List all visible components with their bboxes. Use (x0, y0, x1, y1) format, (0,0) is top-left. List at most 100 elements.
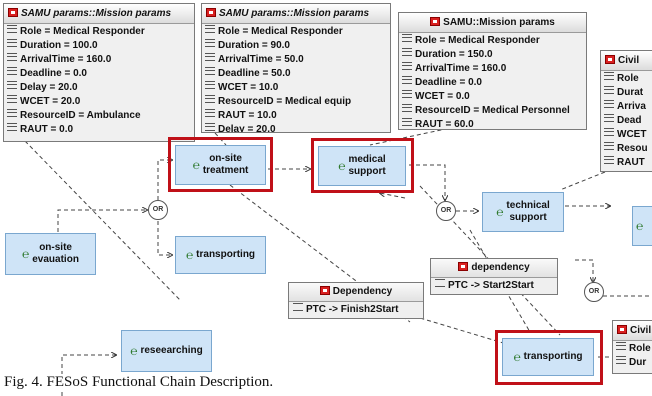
civil-params-box-1: Civil Role Durat Arriva Dead WCET Resou … (600, 50, 652, 172)
attribute-row: Arriva (601, 99, 652, 113)
attribute-row: ResourceID = Ambulance (4, 108, 194, 122)
function-transporting-2[interactable]: ℮transporting (502, 338, 594, 376)
or-gate: OR (148, 200, 168, 220)
mission-params-box-3: SAMU::Mission params Role = Medical Resp… (398, 12, 587, 130)
attribute-row: ArrivalTime = 160.0 (4, 52, 194, 66)
attribute-row: Role (613, 341, 652, 355)
class-icon (605, 55, 615, 64)
function-reseearching[interactable]: ℮reseearching (121, 330, 212, 372)
attribute-row: ArrivalTime = 160.0 (399, 61, 586, 75)
mission-params-box-1: SAMU params::Mission params Role = Medic… (3, 3, 195, 142)
attribute-icon (402, 48, 412, 56)
function-e-icon: ℮ (636, 218, 644, 233)
attribute-row: Deadline = 0.0 (399, 75, 586, 89)
function-on-site-treatment[interactable]: ℮on-site treatment (175, 145, 266, 185)
function-medical-support[interactable]: ℮medical support (318, 146, 406, 186)
dependency-title: dependency (431, 259, 557, 278)
dependency-start2start: dependency PTC -> Start2Start (430, 258, 558, 295)
flow-research-in (61, 355, 116, 396)
attribute-row: Duration = 90.0 (202, 38, 390, 52)
mission-params-title: SAMU params::Mission params (202, 4, 390, 24)
function-e-icon: ℮ (192, 157, 200, 172)
function-e-icon: ℮ (22, 246, 30, 261)
function-transporting[interactable]: ℮transporting (175, 236, 266, 274)
attribute-icon (205, 53, 215, 61)
attribute-icon (205, 39, 215, 47)
attribute-icon (402, 118, 412, 126)
mission-params-box-2: SAMU params::Mission params Role = Medic… (201, 3, 391, 133)
dependency-icon (458, 262, 469, 271)
dep-line-1 (419, 185, 561, 336)
attribute-icon (205, 123, 215, 131)
attribute-row: Dead (601, 113, 652, 127)
flow-to-or3 (575, 259, 593, 282)
attribute-icon (7, 95, 17, 103)
attribute-row: Duration = 150.0 (399, 47, 586, 61)
attribute-icon (205, 81, 215, 89)
function-e-icon: ℮ (185, 247, 194, 262)
function-on-site-evauation[interactable]: ℮on-site evauation (5, 233, 96, 275)
link-param3-to-medical (369, 126, 456, 146)
attribute-row: WCET (601, 127, 652, 141)
attribute-row: ResourceID = Medical equip (202, 94, 390, 108)
attribute-icon (7, 53, 17, 61)
flow-medical-to-or2 (409, 164, 445, 200)
attribute-icon (402, 34, 412, 42)
function-e-icon: ℮ (496, 204, 504, 219)
attribute-icon (205, 95, 215, 103)
attribute-icon (604, 72, 614, 80)
civil-params-box-2: Civil Role Dur (612, 320, 652, 374)
function-technical-support[interactable]: ℮technical support (482, 192, 564, 232)
attribute-row: Dur (613, 355, 652, 369)
attribute-row: Resou (601, 141, 652, 155)
mission-params-title: SAMU::Mission params (399, 13, 586, 33)
attribute-icon (7, 123, 17, 131)
civil-params-title: Civil (613, 321, 652, 341)
attribute-icon (205, 67, 215, 75)
attribute-icon (604, 114, 614, 122)
or-gate: OR (436, 201, 456, 221)
highlight-transporting (495, 330, 603, 385)
flow-or1-to-transport (157, 221, 172, 255)
attribute-row: WCET = 20.0 (4, 94, 194, 108)
dependency-rule: PTC -> Finish2Start (289, 302, 423, 317)
dep-line-3 (229, 184, 411, 323)
attribute-row: RAUT = 0.0 (4, 122, 194, 136)
attribute-icon (604, 86, 614, 94)
attribute-icon (205, 109, 215, 117)
attribute-row: Duration = 100.0 (4, 38, 194, 52)
highlight-on-site-treatment (168, 137, 273, 192)
class-icon (206, 8, 216, 17)
attribute-row: Role = Medical Responder (4, 24, 194, 38)
attribute-row: Role = Medical Responder (399, 33, 586, 47)
function-partial-right[interactable]: ℮ (632, 206, 652, 246)
attribute-icon (402, 104, 412, 112)
function-e-icon: ℮ (130, 343, 138, 358)
dep-line-4 (359, 299, 510, 345)
function-e-icon: ℮ (338, 158, 346, 173)
attribute-icon (402, 90, 412, 98)
attribute-row: RAUT = 10.0 (202, 108, 390, 122)
attribute-row: ArrivalTime = 50.0 (202, 52, 390, 66)
attribute-row: Delay = 20.0 (202, 122, 390, 132)
attribute-icon (7, 39, 17, 47)
attribute-icon (604, 156, 614, 164)
attribute-icon (402, 62, 412, 70)
attribute-icon (7, 81, 17, 89)
attribute-row: RAUT = 60.0 (399, 117, 586, 129)
attribute-icon (604, 142, 614, 150)
class-icon (8, 8, 18, 17)
attribute-icon (604, 100, 614, 108)
attribute-row: WCET = 10.0 (202, 80, 390, 94)
flow-or1-to-treatment (157, 160, 172, 200)
attribute-row: Role (601, 71, 652, 85)
attribute-icon (205, 25, 215, 33)
class-icon (430, 17, 441, 26)
or-gate: OR (584, 282, 604, 302)
dependency-finish2start: Dependency PTC -> Finish2Start (288, 282, 424, 319)
attribute-icon (604, 128, 614, 136)
highlight-medical-support (311, 138, 414, 193)
mission-params-title: SAMU params::Mission params (4, 4, 194, 24)
